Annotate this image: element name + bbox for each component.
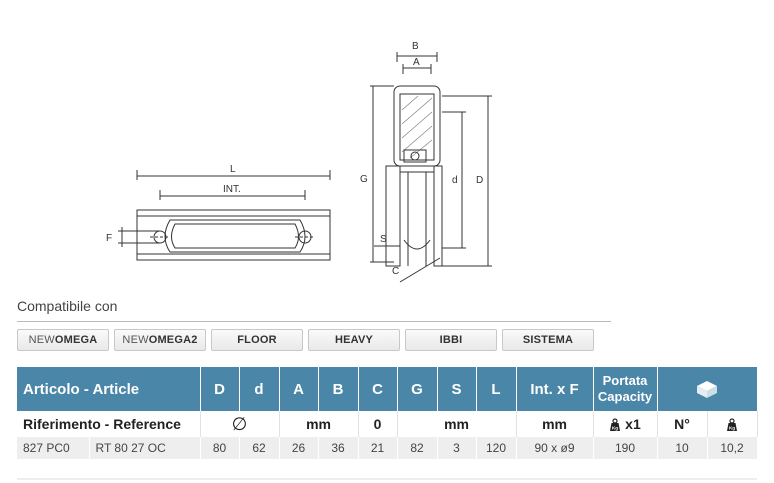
svg-text:Kg: Kg [729, 426, 735, 431]
dim-label-d: d [452, 175, 458, 186]
header-D: D [200, 367, 240, 411]
units-capacity: Kg x1 [593, 411, 658, 437]
dim-label-int: INT. [223, 184, 241, 195]
header-d: d [239, 367, 280, 411]
cell-S: 3 [437, 437, 477, 459]
header-int-x-f: Int. x F [516, 367, 594, 411]
dim-label-L: L [230, 164, 236, 175]
cell-n: 10 [657, 437, 708, 459]
units-zero: 0 [358, 411, 398, 437]
dim-label-F: F [106, 233, 112, 244]
header-S: S [437, 367, 477, 411]
weight-icon: Kg [610, 418, 621, 432]
compat-name: HEAVY [334, 334, 374, 346]
cell-G: 82 [397, 437, 438, 459]
cell-L: 120 [476, 437, 517, 459]
units-mm-ab: mm [279, 411, 359, 437]
header-L: L [476, 367, 517, 411]
units-mm-gsl: mm [397, 411, 517, 437]
cell-B: 36 [318, 437, 359, 459]
units-diameter: ∅ [200, 411, 280, 437]
cell-C: 21 [358, 437, 398, 459]
cell-code: 827 PC0 [17, 437, 90, 459]
compat-name: IBBI [439, 334, 463, 346]
svg-text:Kg: Kg [612, 426, 618, 431]
compat-name: OMEGA2 [148, 334, 198, 346]
header-package [657, 367, 758, 411]
cell-int-x-f: 90 x ø9 [516, 437, 594, 459]
units-n: N° [657, 411, 708, 437]
dim-label-A: A [413, 57, 420, 68]
cell-capacity: 190 [593, 437, 658, 459]
cell-D: 80 [200, 437, 240, 459]
technical-drawing: L INT. F B A G d D S C [106, 41, 492, 283]
header-G: G [397, 367, 438, 411]
compat-name: SISTEMA [522, 334, 574, 346]
compat-btn-sistema[interactable]: SISTEMA [502, 329, 594, 351]
cell-A: 26 [279, 437, 319, 459]
units-reference: Riferimento - Reference [17, 411, 201, 437]
cell-d: 62 [239, 437, 280, 459]
table-header-row: Articolo - Article D d A B C G S L Int. … [17, 367, 758, 411]
compat-name: OMEGA [54, 334, 98, 346]
weight-icon: Kg [727, 418, 738, 432]
header-capacity-en: Capacity [597, 389, 653, 404]
header-C: C [358, 367, 398, 411]
bottom-divider [17, 478, 757, 480]
dim-label-D: D [476, 175, 483, 186]
units-mm-int: mm [516, 411, 594, 437]
dim-label-S: S [380, 234, 387, 245]
header-A: A [279, 367, 319, 411]
units-x1: x1 [625, 415, 641, 432]
compat-prefix: NEW [28, 334, 55, 346]
spec-table: Articolo - Article D d A B C G S L Int. … [17, 367, 758, 459]
header-B: B [318, 367, 359, 411]
units-kg: Kg [707, 411, 758, 437]
dim-label-C: C [392, 266, 399, 277]
compat-btn-ibbi[interactable]: IBBI [405, 329, 497, 351]
dim-label-B: B [412, 41, 419, 52]
table-row: 827 PC0 RT 80 27 OC 80 62 26 36 21 82 3 … [17, 437, 758, 459]
cell-kg: 10,2 [707, 437, 758, 459]
header-portata: Portata [602, 373, 648, 388]
header-article: Articolo - Article [17, 367, 201, 411]
compat-btn-floor[interactable]: FLOOR [211, 329, 303, 351]
compat-title: Compatibile con [17, 298, 118, 314]
compat-divider [17, 321, 611, 322]
table-units-row: Riferimento - Reference ∅ mm 0 mm mm Kg … [17, 411, 758, 437]
cell-ref: RT 80 27 OC [89, 437, 201, 459]
box-icon [697, 381, 718, 398]
compat-btn-heavy[interactable]: HEAVY [308, 329, 400, 351]
compat-prefix: NEW [122, 334, 149, 346]
compat-name: FLOOR [237, 334, 277, 346]
dim-label-G: G [360, 174, 368, 185]
